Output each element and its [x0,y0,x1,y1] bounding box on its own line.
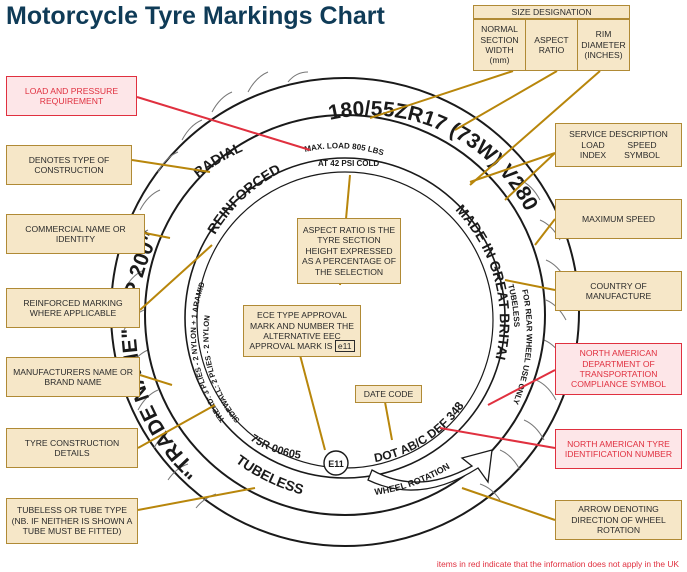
label-manufacturers-name: MANUFACTURERS NAME OR BRAND NAME [6,357,140,397]
load-index-label: LOAD INDEX [579,139,607,161]
footnote: items in red indicate that the informati… [436,559,679,569]
label-load-pressure: LOAD AND PRESSURE REQUIREMENT [6,76,137,116]
ece-approval-note-text: ECE TYPE APPROVAL MARK AND NUMBER THE AL… [248,310,356,353]
label-country-of-manufacture: COUNTRY OF MANUFACTURE [555,271,682,311]
size-col-rim-diameter: RIM DIAMETER (INCHES) [577,19,630,71]
ece-approval-note: ECE TYPE APPROVAL MARK AND NUMBER THE AL… [243,305,361,357]
size-designation-header: SIZE DESIGNATION [473,5,630,19]
ece-approval-text: ECE TYPE APPROVAL MARK AND NUMBER THE AL… [249,310,354,352]
label-tubeless-or-tube: TUBELESS OR TUBE TYPE (NB. IF NEITHER IS… [6,498,138,544]
label-na-dot-compliance: NORTH AMERICAN DEPARTMENT OF TRANSPORTAT… [555,343,682,395]
label-service-description: SERVICE DESCRIPTION LOAD INDEX SPEED SYM… [555,123,682,167]
label-construction-type: DENOTES TYPE OF CONSTRUCTION [6,145,132,185]
label-commercial-name: COMMERCIAL NAME OR IDENTITY [6,214,145,254]
date-code-note: DATE CODE [355,385,422,403]
ece-mark: E11 [328,459,344,469]
aspect-ratio-note: ASPECT RATIO IS THE TYRE SECTION HEIGHT … [297,218,401,284]
size-col-aspect-ratio: ASPECT RATIO [525,19,578,71]
ece-alt-mark: e11 [334,340,355,353]
label-arrow-rotation: ARROW DENOTING DIRECTION OF WHEEL ROTATI… [555,500,682,540]
label-construction-details: TYRE CONSTRUCTION DETAILS [6,428,138,468]
wheel-rotation-arrow [367,449,493,491]
service-description-title: SERVICE DESCRIPTION [569,129,668,140]
ece-circle [323,450,349,476]
max-load-psi: AT 42 PSI COLD [318,159,379,168]
service-description-subrow: LOAD INDEX SPEED SYMBOL [560,140,677,161]
label-reinforced-marking: REINFORCED MARKING WHERE APPLICABLE [6,288,140,328]
size-col-section-width: NORMAL SECTION WIDTH (mm) [473,19,526,71]
speed-symbol-label: SPEED SYMBOL [624,139,660,161]
label-na-tyre-id: NORTH AMERICAN TYRE IDENTIFICATION NUMBE… [555,429,682,469]
label-maximum-speed: MAXIMUM SPEED [555,199,682,239]
page-title: Motorcycle Tyre Markings Chart [6,2,385,30]
tread-pattern [123,71,567,509]
red-leader-lines [136,96,556,449]
